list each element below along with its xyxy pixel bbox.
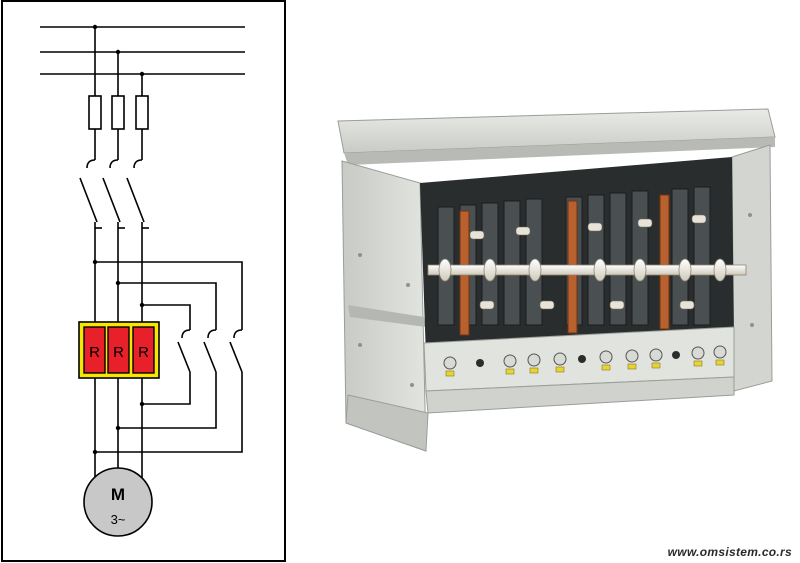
terminal-studs [443, 345, 727, 377]
starting-resistors: R R R [78, 321, 160, 379]
resistor-r1-label: R [89, 344, 100, 361]
resistor-bank-photo [337, 108, 776, 452]
cabinet-base [425, 376, 735, 414]
fuse-l1 [88, 95, 102, 130]
motor-label: M [111, 485, 125, 504]
insulator-rods [427, 214, 747, 310]
resistor-r3 [132, 326, 155, 374]
motor-phase-label: 3~ [111, 512, 126, 527]
bypass-wiring [95, 261, 243, 453]
main-contactor [79, 129, 149, 262]
motor-circle [83, 467, 153, 537]
resistor-r1 [83, 326, 106, 374]
motor: M 3~ [83, 467, 153, 537]
schematic-frame [1, 0, 286, 562]
website-watermark: www.omsistem.co.rs [667, 545, 792, 559]
shorting-contactor [177, 329, 243, 373]
fuses [88, 95, 149, 130]
resistor-r3-label: R [138, 344, 149, 361]
fuse-l3 [135, 95, 149, 130]
bypass-junctions [92, 259, 145, 455]
motor-starter-schematic: R R R M 3~ [1, 0, 286, 562]
resistor-r2 [107, 326, 130, 374]
panel-screws [358, 213, 754, 387]
fuse-l2 [111, 95, 125, 130]
resistor-r2-label: R [113, 344, 124, 361]
